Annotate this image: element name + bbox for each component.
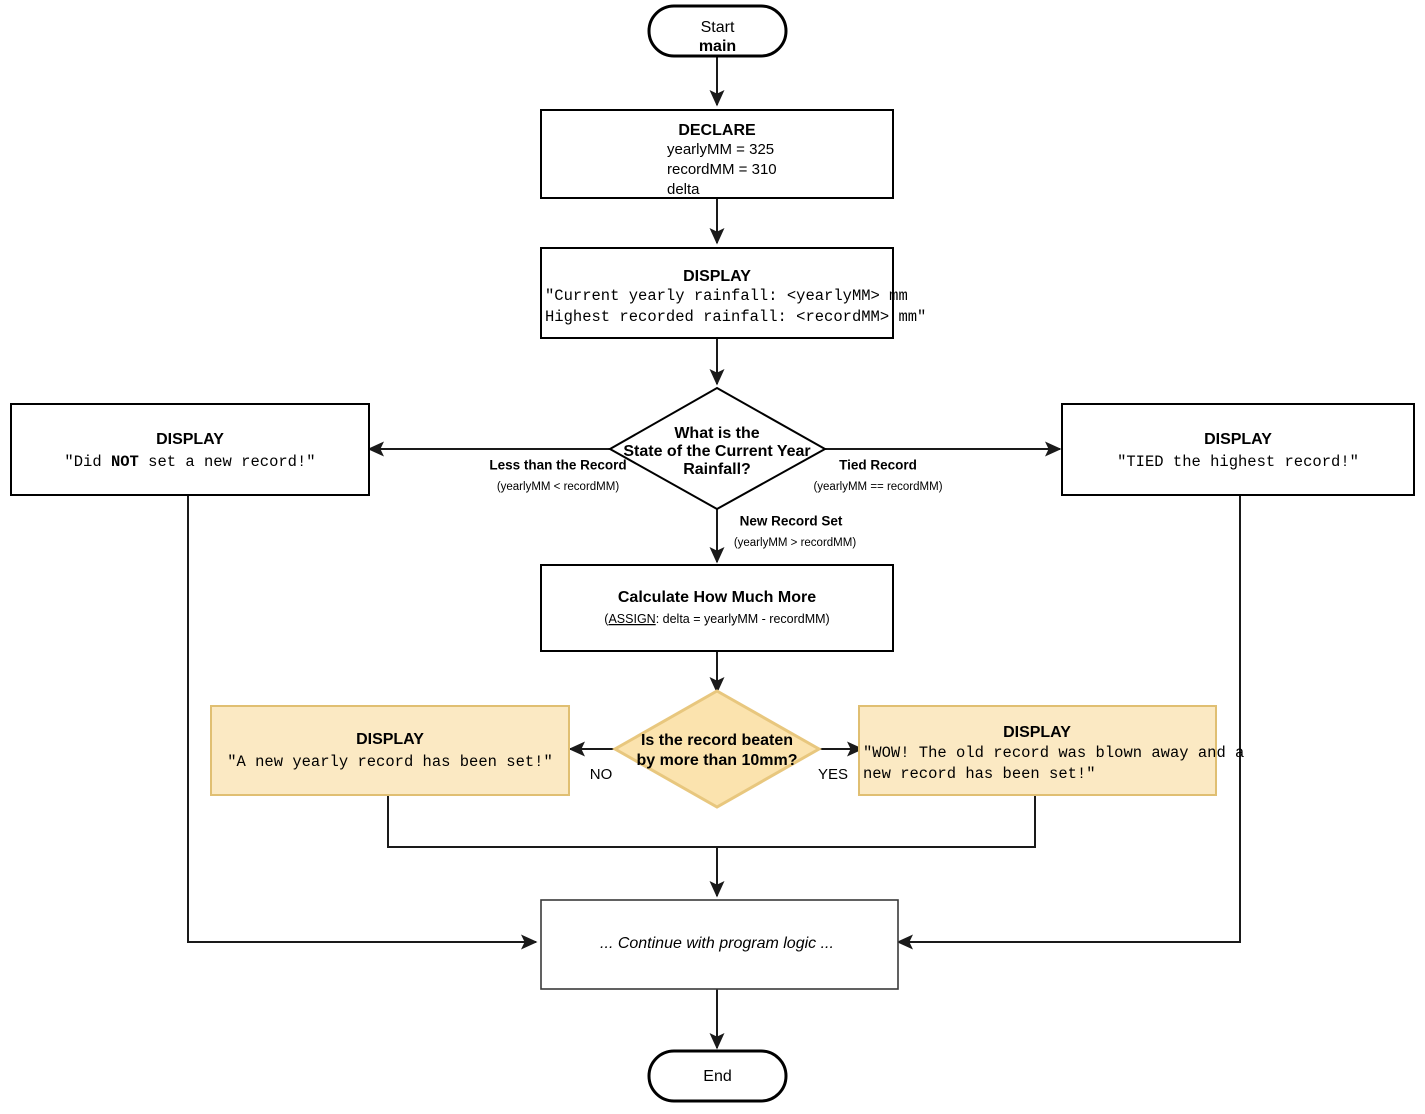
not-record-text-pre: "Did [64,453,111,471]
edge-label-new-record: New Record Set (yearlyMM > recordMM) [734,514,857,549]
display-wow-line-2: new record has been set!" [863,765,1096,783]
display-new-record-header: DISPLAY [356,731,424,748]
display-new-record-text: "A new yearly record has been set!" [227,753,553,771]
calculate-header: Calculate How Much More [618,589,816,606]
display-intro-header: DISPLAY [683,268,751,285]
edge-label-less-than: Less than the Record (yearlyMM < recordM… [489,458,626,493]
connector-wow-to-merge [717,795,1036,848]
display-intro-shape [540,247,894,339]
node-end[interactable]: End [647,1049,788,1103]
display-not-record-header: DISPLAY [156,431,224,448]
node-display-new-record[interactable]: DISPLAY "A new yearly record has been se… [210,705,570,796]
declare-line-3: delta [667,181,700,198]
decision-state-line-1: What is the [674,425,759,442]
declare-header: DECLARE [678,122,756,139]
connector-new-record-to-merge [387,795,717,848]
declare-line-1: yearlyMM = 325 [667,141,774,158]
edge-label-tied: Tied Record (yearlyMM == recordMM) [813,458,942,493]
edge-new-record-label: New Record Set [740,514,843,529]
decision-beaten-line-1: Is the record beaten [641,732,793,749]
connectors [187,56,1241,1050]
calculate-assign: (ASSIGN: delta = yearlyMM - recordMM) [604,612,829,626]
calculate-shape [540,564,894,652]
assign-open-paren: ( [604,612,609,626]
declare-line-2: recordMM = 310 [667,161,777,178]
display-wow-shape [858,705,1217,796]
not-record-text-bold: NOT [111,453,139,471]
display-wow-header: DISPLAY [1003,724,1071,741]
connector-tied-to-continue [896,495,1241,950]
decision-beaten-line-2: by more than 10mm? [637,752,798,769]
end-label: End [703,1068,731,1085]
edge-tied-label: Tied Record [839,458,917,473]
decision-beaten-shape [611,689,823,809]
decision-state-line-3: Rainfall? [683,461,751,478]
display-not-record-shape [10,403,370,496]
start-label-line1: Start [701,19,735,36]
continue-shape [540,899,899,990]
declare-shape [540,109,894,199]
display-wow-line-1: "WOW! The old record was blown away and … [863,744,1244,762]
start-label-line2: main [699,38,736,55]
edge-tied-condition: (yearlyMM == recordMM) [813,481,942,493]
node-display-intro[interactable]: DISPLAY "Current yearly rainfall: <yearl… [540,247,926,339]
node-display-tied[interactable]: DISPLAY "TIED the highest record!" [1061,403,1415,496]
assign-expression: : delta = yearlyMM - recordMM) [656,612,830,626]
node-calculate[interactable]: Calculate How Much More (ASSIGN: delta =… [540,564,894,652]
continue-text: ... Continue with program logic ... [600,935,834,952]
display-intro-line-2: Highest recorded rainfall: <recordMM> mm… [545,308,926,326]
connector-not-record-to-continue [187,495,538,950]
decision-state-shape [607,386,828,511]
display-tied-shape [1061,403,1415,496]
edge-yes-label: YES [818,766,848,783]
display-tied-header: DISPLAY [1204,431,1272,448]
node-start[interactable]: Start main [647,4,788,58]
node-decision-beaten[interactable]: Is the record beaten by more than 10mm? [611,689,823,809]
edge-less-than-label: Less than the Record [489,458,626,473]
edge-no-label: NO [590,766,613,783]
not-record-text-post: set a new record!" [139,453,316,471]
node-decision-state[interactable]: What is the State of the Current Year Ra… [607,386,828,511]
display-intro-line-1: "Current yearly rainfall: <yearlyMM> mm [545,287,908,305]
start-shape [647,4,788,58]
decision-state-line-2: State of the Current Year [623,443,810,460]
node-declare[interactable]: DECLARE yearlyMM = 325 recordMM = 310 de… [540,109,894,199]
node-display-wow[interactable]: DISPLAY "WOW! The old record was blown a… [858,705,1244,796]
display-tied-text: "TIED the highest record!" [1117,453,1359,471]
edge-less-than-condition: (yearlyMM < recordMM) [497,481,620,493]
assign-keyword: ASSIGN [608,612,655,626]
end-shape [647,1049,788,1103]
display-new-record-shape [210,705,570,796]
node-display-not-record[interactable]: DISPLAY "Did NOT set a new record!" [10,403,370,496]
node-continue[interactable]: ... Continue with program logic ... [540,899,899,990]
edge-new-record-condition: (yearlyMM > recordMM) [734,537,857,549]
display-not-record-text: "Did NOT set a new record!" [64,453,315,471]
